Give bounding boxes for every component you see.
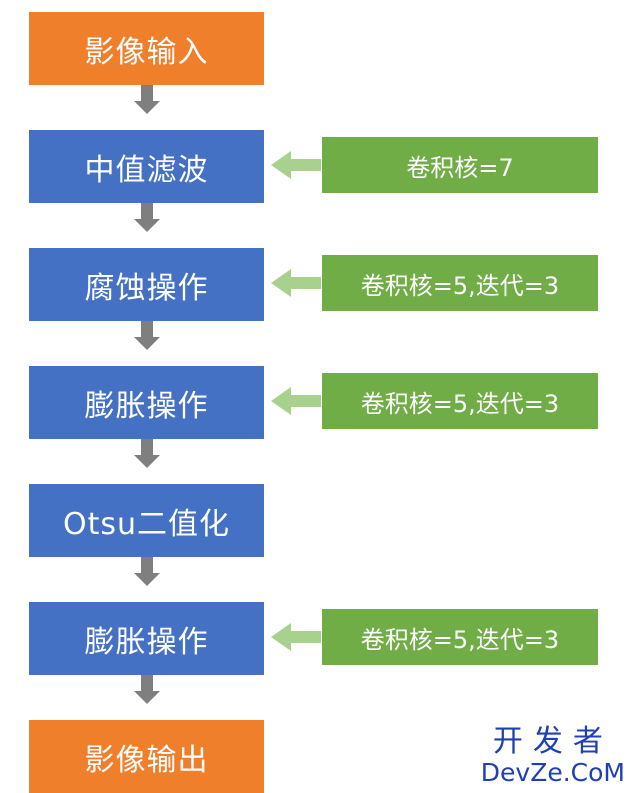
- param-dilation-2: 卷积核=5,迭代=3: [322, 609, 598, 665]
- step-label: 膨胀操作: [84, 624, 209, 660]
- watermark-line2: DevZe.CoM: [480, 758, 625, 787]
- watermark: 开发者 DevZe.CoM: [481, 725, 625, 787]
- step-label: 影像输出: [84, 742, 209, 778]
- flow-arrow-4: [134, 439, 160, 468]
- step-dilation-2: 膨胀操作: [29, 602, 264, 675]
- param-label: 卷积核=5,迭代=3: [360, 389, 560, 418]
- step-label: 影像输入: [84, 34, 209, 70]
- step-dilation-1: 膨胀操作: [29, 366, 264, 439]
- step-label: 中值滤波: [84, 152, 209, 188]
- watermark-line1: 开发者: [492, 724, 613, 759]
- step-label: 腐蚀操作: [84, 270, 209, 306]
- param-label: 卷积核=5,迭代=3: [360, 271, 560, 300]
- step-median-filter: 中值滤波: [29, 130, 264, 203]
- param-label: 卷积核=7: [406, 153, 514, 182]
- step-label: 膨胀操作: [84, 388, 209, 424]
- param-arrow-1: [271, 151, 321, 179]
- param-erosion: 卷积核=5,迭代=3: [322, 255, 598, 311]
- flow-arrow-6: [134, 675, 160, 704]
- step-image-input: 影像输入: [29, 12, 264, 85]
- param-arrow-2: [271, 269, 321, 297]
- param-median-filter: 卷积核=7: [322, 137, 598, 193]
- flow-arrow-2: [134, 203, 160, 232]
- step-label: Otsu二值化: [62, 506, 231, 542]
- param-label: 卷积核=5,迭代=3: [360, 625, 560, 654]
- step-erosion: 腐蚀操作: [29, 248, 264, 321]
- param-arrow-3: [271, 387, 321, 415]
- flow-arrow-3: [134, 321, 160, 350]
- step-otsu-binarization: Otsu二值化: [29, 484, 264, 557]
- param-dilation-1: 卷积核=5,迭代=3: [322, 373, 598, 429]
- param-arrow-4: [271, 623, 321, 651]
- flow-arrow-1: [134, 85, 160, 114]
- flow-arrow-5: [134, 557, 160, 586]
- step-image-output: 影像输出: [29, 720, 264, 793]
